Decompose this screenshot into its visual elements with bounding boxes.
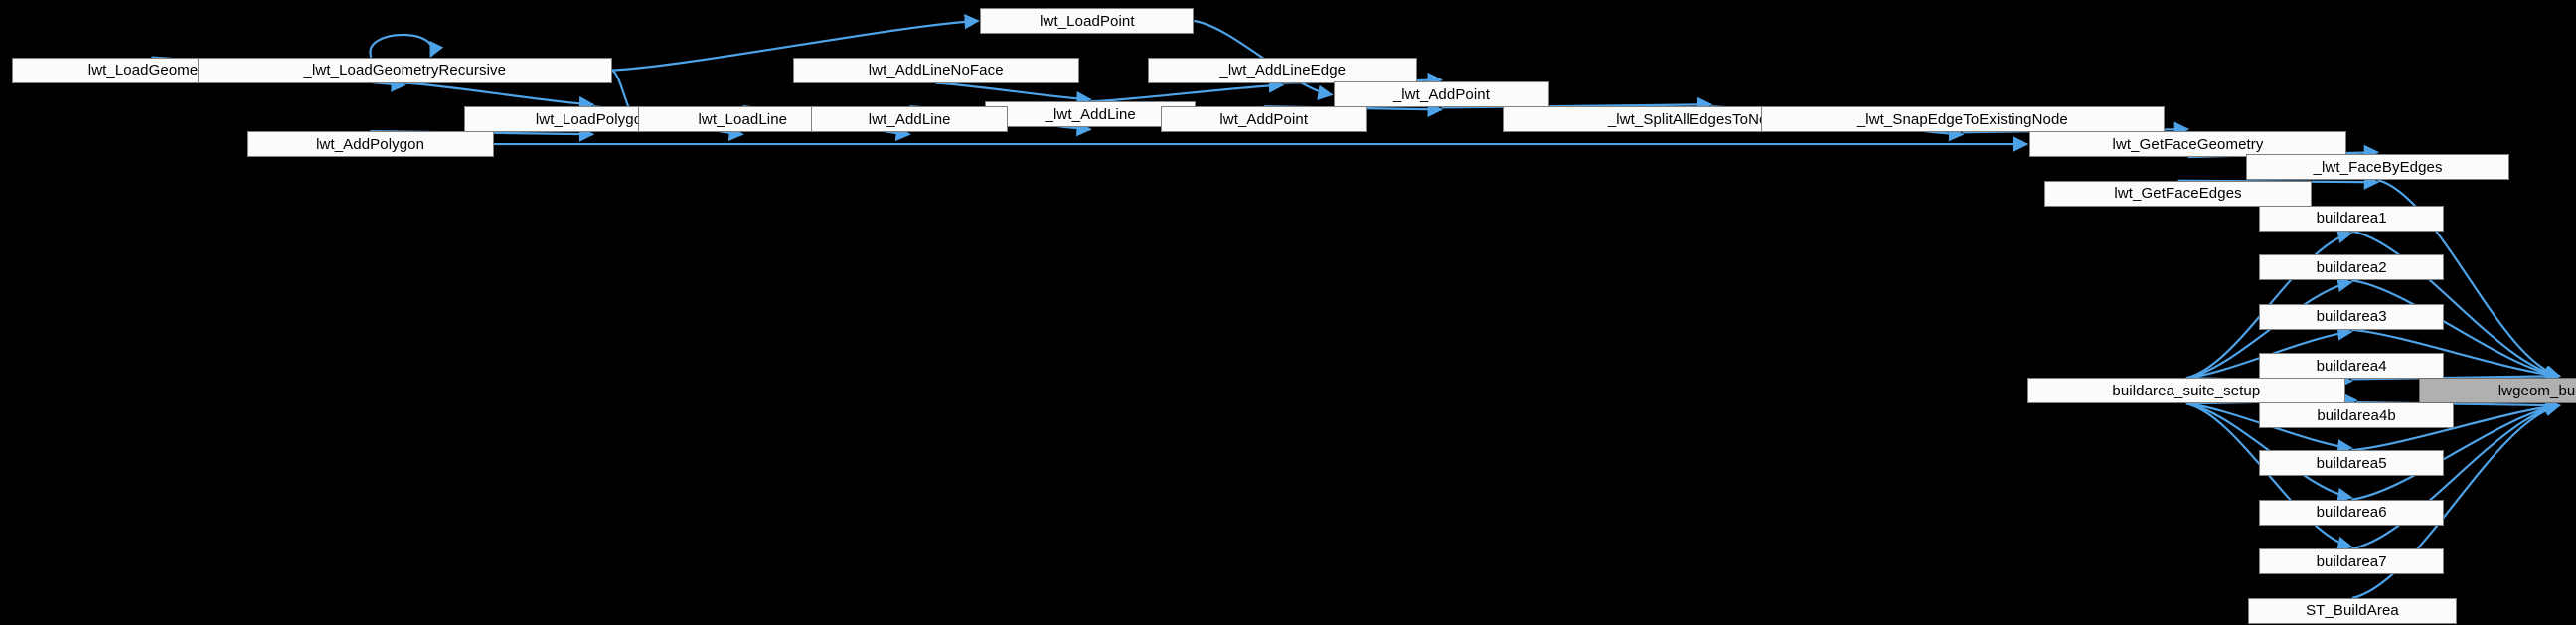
graph-node-label: ST_BuildArea <box>2306 602 2399 620</box>
graph-edge-_lwt_AddLine-to-_lwt_AddLineEdge <box>1090 78 1285 103</box>
graph-node-buildarea7[interactable]: buildarea7 <box>2259 548 2444 575</box>
graph-node-lwt_LoadPoint[interactable]: lwt_LoadPoint <box>980 8 1195 34</box>
graph-node-_lwt_AddPoint[interactable]: _lwt_AddPoint <box>1334 81 1549 108</box>
graph-node-_lwt_AddLineEdge[interactable]: _lwt_AddLineEdge <box>1148 57 1418 83</box>
graph-node-label: lwt_LoadPolygon <box>535 110 651 128</box>
graph-edge-buildarea1-to-lwgeom_buildarea <box>2350 230 2561 382</box>
graph-edge-ST_BuildArea-to-lwgeom_buildarea <box>2351 400 2561 600</box>
graph-node-label: lwt_LoadLine <box>698 110 788 128</box>
graph-node-buildarea3[interactable]: buildarea3 <box>2259 303 2444 330</box>
graph-node-label: buildarea3 <box>2316 308 2387 326</box>
graph-node-lwt_AddLine[interactable]: lwt_AddLine <box>810 106 1009 133</box>
graph-node-label: buildarea4 <box>2316 357 2387 375</box>
graph-edge-_lwt_LoadGeometryRecursive-to-lwt_LoadPoint <box>611 14 980 72</box>
graph-node-label: lwt_LoadPoint <box>1040 12 1135 30</box>
graph-node-label: lwgeom_buildarea <box>2497 382 2576 399</box>
graph-node-label: lwt_AddLineNoFace <box>868 62 1004 79</box>
graph-edge-lwt_AddLineNoFace-to-_lwt_AddLine <box>935 81 1092 107</box>
graph-node-label: buildarea4b <box>2317 406 2396 424</box>
graph-node-_lwt_LoadGeometryRecursive[interactable]: _lwt_LoadGeometryRecursive <box>197 57 612 83</box>
graph-node-label: buildarea6 <box>2316 504 2387 522</box>
graph-node-_lwt_SnapEdgeToExistingNode[interactable]: _lwt_SnapEdgeToExistingNode <box>1761 106 2165 133</box>
graph-node-buildarea4[interactable]: buildarea4 <box>2259 353 2444 380</box>
graph-node-lwt_AddLineNoFace[interactable]: lwt_AddLineNoFace <box>792 57 1079 83</box>
graph-node-lwgeom_buildarea[interactable]: lwgeom_buildarea <box>2418 378 2576 404</box>
graph-edge-buildarea5-to-lwgeom_buildarea <box>2351 398 2561 452</box>
graph-edge-buildarea6-to-lwgeom_buildarea <box>2350 399 2561 501</box>
graph-node-label: lwt_GetFaceGeometry <box>2112 135 2264 153</box>
graph-node-lwt_AddPolygon[interactable]: lwt_AddPolygon <box>246 131 494 158</box>
graph-node-ST_BuildArea[interactable]: ST_BuildArea <box>2247 597 2457 624</box>
graph-node-buildarea1[interactable]: buildarea1 <box>2259 205 2444 232</box>
graph-node-label: _lwt_LoadGeometryRecursive <box>303 62 507 79</box>
graph-node-_lwt_AddLine[interactable]: _lwt_AddLine <box>985 101 1197 128</box>
graph-node-buildarea4b[interactable]: buildarea4b <box>2259 402 2454 429</box>
graph-node-label: buildarea5 <box>2316 454 2387 472</box>
graph-node-label: buildarea7 <box>2316 552 2387 570</box>
graph-node-lwt_GetFaceGeometry[interactable]: lwt_GetFaceGeometry <box>2028 131 2347 158</box>
graph-node-lwt_AddPoint[interactable]: lwt_AddPoint <box>1161 106 1368 133</box>
graph-node-label: _lwt_FaceByEdges <box>2313 158 2443 176</box>
graph-edge-buildarea2-to-lwgeom_buildarea <box>2350 279 2561 383</box>
graph-edge-buildarea7-to-lwgeom_buildarea <box>2350 400 2561 550</box>
graph-node-label: _lwt_AddLine <box>1045 105 1136 123</box>
graph-edge-buildarea_suite_setup-to-buildarea2 <box>2185 276 2353 380</box>
graph-node-label: lwt_AddPolygon <box>316 135 425 153</box>
graph-node-label: lwt_AddLine <box>868 110 951 128</box>
graph-edge-buildarea3-to-lwgeom_buildarea <box>2351 328 2561 383</box>
graph-node-label: buildarea2 <box>2316 258 2387 276</box>
graph-node-buildarea6[interactable]: buildarea6 <box>2259 499 2444 526</box>
graph-edge-_lwt_FaceByEdges-to-lwgeom_buildarea <box>2377 179 2561 381</box>
graph-node-buildarea_suite_setup[interactable]: buildarea_suite_setup <box>2027 378 2345 404</box>
graph-node-label: buildarea_suite_setup <box>2112 382 2261 399</box>
graph-edge-_lwt_LoadGeometryRecursive-to-lwt_LoadPolygon <box>404 81 595 112</box>
graph-node-lwt_GetFaceEdges[interactable]: lwt_GetFaceEdges <box>2043 180 2313 207</box>
graph-node-label: lwt_LoadGeometry <box>87 62 216 79</box>
graph-edge-_lwt_LoadGeometryRecursive-to-_lwt_LoadGeometryRecursive <box>369 34 444 59</box>
graph-node-_lwt_FaceByEdges[interactable]: _lwt_FaceByEdges <box>2246 154 2509 181</box>
graph-node-label: _lwt_AddLineEdge <box>1219 62 1347 79</box>
graph-node-label: _lwt_SnapEdgeToExistingNode <box>1856 110 2068 128</box>
graph-node-label: buildarea1 <box>2316 210 2387 228</box>
graph-node-label: lwt_GetFaceEdges <box>2114 185 2242 203</box>
graph-node-label: _lwt_AddPoint <box>1392 85 1491 103</box>
graph-node-buildarea5[interactable]: buildarea5 <box>2259 450 2444 477</box>
graph-node-buildarea2[interactable]: buildarea2 <box>2259 254 2444 281</box>
graph-node-label: lwt_AddPoint <box>1219 110 1309 128</box>
